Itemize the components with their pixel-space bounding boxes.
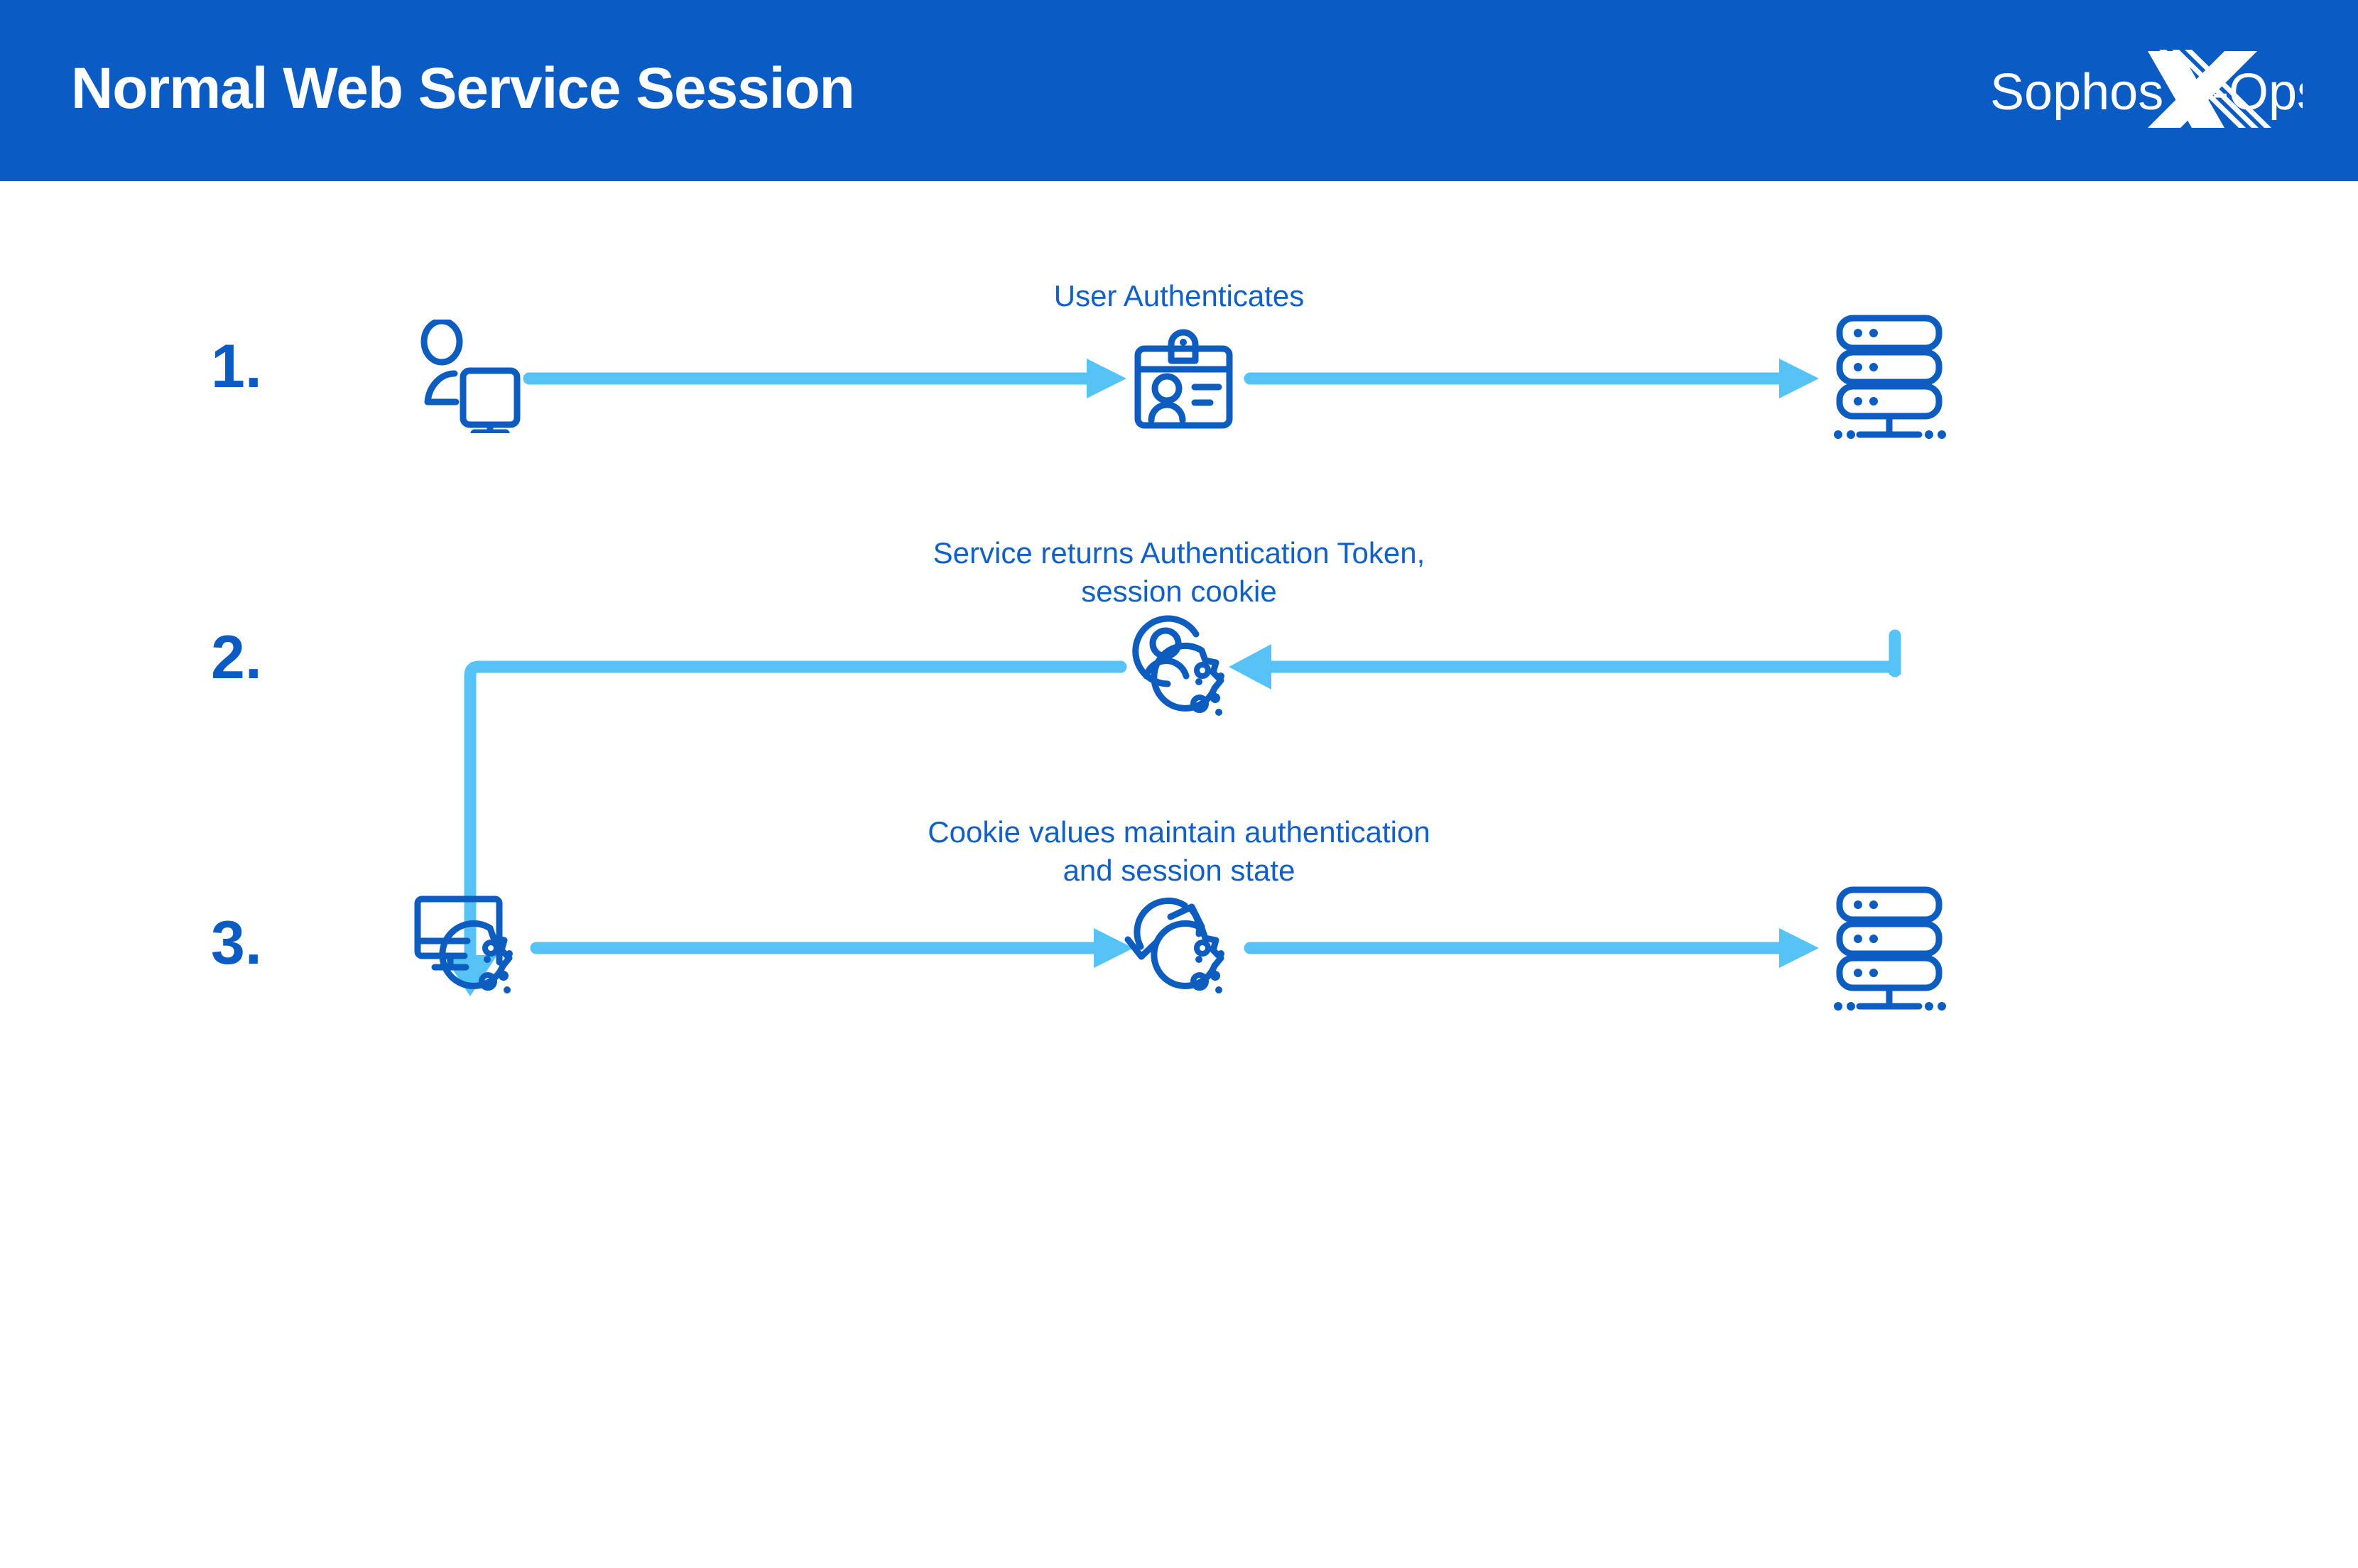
- user-cookie-icon: [1119, 611, 1247, 731]
- user-at-computer-icon: [412, 317, 536, 437]
- monitor-cookie-icon: [411, 891, 538, 1012]
- logo-text-right: -Ops: [2212, 64, 2303, 121]
- step-3-caption: Cookie values maintain authentication an…: [928, 815, 1430, 887]
- step-number-1: 1.: [211, 332, 262, 401]
- connector-server-to-user-cookie: [1229, 644, 1329, 690]
- step-number-3: 3.: [211, 909, 262, 977]
- server-icon: [1830, 884, 1962, 1012]
- server-icon: [1830, 312, 1962, 440]
- header-bar: Normal Web Service Session Sophos -Ops: [0, 0, 2358, 181]
- logo-x-mark: [2148, 50, 2271, 128]
- logo-text-left: Sophos: [1990, 64, 2163, 121]
- page-title: Normal Web Service Session: [71, 56, 855, 121]
- flow-connectors: [443, 359, 1901, 996]
- connector-badge-to-server: [1244, 359, 1819, 398]
- connector-user-to-badge: [523, 359, 1126, 398]
- connector-monitor-to-refresh: [530, 928, 1134, 968]
- sophos-x-ops-logo: Sophos -Ops: [1990, 50, 2303, 128]
- step-2-caption: Service returns Authentication Token, se…: [933, 536, 1425, 608]
- connector-refresh-to-server: [1244, 928, 1819, 968]
- connector-server-down-to-step-2: [1315, 629, 1901, 679]
- refresh-cookie-icon: [1122, 891, 1250, 1012]
- diagram-canvas: 1. 2. 3. User Authenticates Service retu…: [0, 181, 2358, 1568]
- step-1-caption: User Authenticates: [1053, 279, 1305, 312]
- step-number-2: 2.: [211, 624, 262, 692]
- id-badge-icon: [1128, 320, 1252, 433]
